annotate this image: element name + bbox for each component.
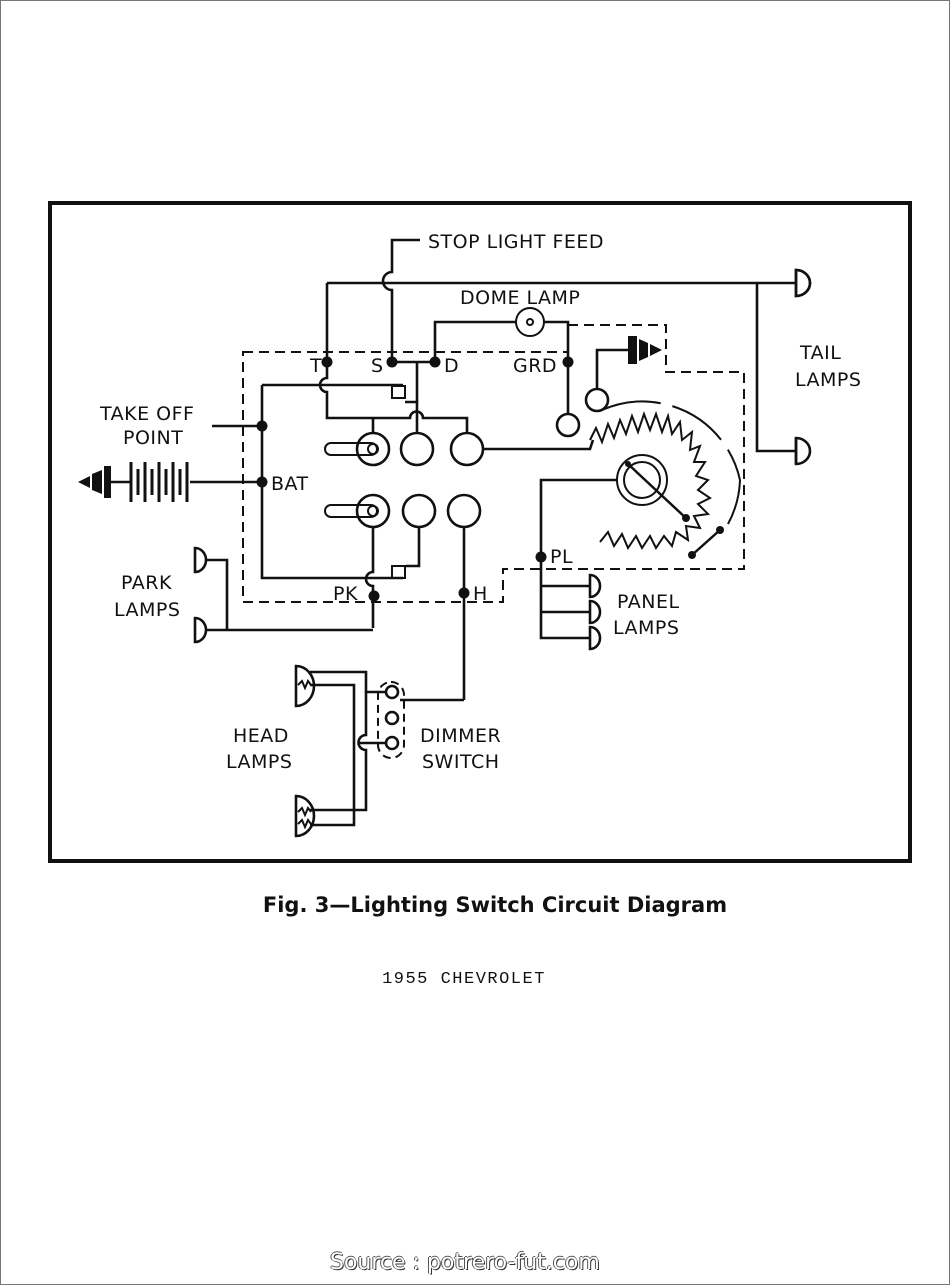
dimmer-switch-label-1: DIMMER: [420, 725, 501, 747]
switch-contact: [399, 431, 435, 467]
headlamp-icon: [294, 794, 316, 838]
terminal-pl-label: PL: [550, 546, 573, 568]
rheostat-icon: [589, 400, 741, 559]
park-lamp-icon: [193, 546, 208, 574]
terminal-pk: [368, 590, 380, 602]
switch-contact: [449, 431, 485, 467]
terminal-h-label: H: [473, 583, 488, 605]
head-lamps-label-2: LAMPS: [226, 751, 292, 773]
bat-terminal-label: BAT: [271, 473, 309, 495]
terminal-pk-label: PK: [333, 583, 358, 605]
tail-lamps-label-1: TAIL: [799, 342, 841, 364]
bat-terminal: [256, 476, 268, 488]
stop-light-feed-wire: [325, 238, 796, 362]
take-off-point-terminal: [256, 420, 268, 432]
switch-slider-1: [324, 431, 391, 467]
circuit-breaker-icon: [391, 565, 406, 579]
take-off-label-1: TAKE OFF: [99, 403, 194, 425]
terminal-pl: [535, 551, 547, 563]
figure-subcaption: 1955 CHEVROLET: [382, 970, 546, 989]
panel-lamp-icon: [588, 573, 602, 599]
terminal-grd-label: GRD: [513, 355, 557, 377]
panel-lamp-icon: [588, 625, 602, 651]
panel-lamp-icon: [588, 599, 602, 625]
dome-lamp-icon: [515, 307, 545, 337]
dimmer-switch-label-2: SWITCH: [422, 751, 500, 773]
terminal-d-label: D: [444, 355, 459, 377]
tail-lamps-wiring: [755, 268, 812, 464]
tail-lamp-icon: [794, 436, 812, 466]
ground-icon: [628, 336, 662, 364]
headlamp-icon: [294, 664, 316, 708]
grd-contact: [555, 412, 581, 438]
panel-lamps-label-1: PANEL: [617, 591, 680, 613]
ground-contact: [584, 387, 610, 413]
switch-contact: [401, 493, 437, 529]
tail-lamp-icon: [794, 268, 812, 298]
tail-lamps-label-2: LAMPS: [795, 369, 861, 391]
circuit-breaker-icon: [391, 385, 406, 399]
park-lamps-label-1: PARK: [121, 572, 172, 594]
terminal-h: [458, 587, 470, 599]
battery-icon: [78, 462, 189, 502]
take-off-label-2: POINT: [123, 427, 183, 449]
panel-lamps-label-2: LAMPS: [613, 617, 679, 639]
dimmer-switch-icon: [377, 681, 405, 759]
terminal-t-label: T: [309, 355, 322, 377]
source-watermark: Source : potrero-fut.com: [330, 1250, 600, 1275]
dome-lamp-label: DOME LAMP: [460, 287, 580, 309]
switch-slider-2: [324, 493, 391, 529]
diagram-frame: [48, 201, 912, 863]
terminal-s-label: S: [371, 355, 384, 377]
switch-contact: [446, 493, 482, 529]
park-lamps-label-2: LAMPS: [114, 599, 180, 621]
head-lamps-label-1: HEAD: [233, 725, 289, 747]
figure-caption: Fig. 3—Lighting Switch Circuit Diagram: [262, 893, 728, 917]
park-lamp-icon: [193, 616, 208, 644]
stop-light-feed-label: STOP LIGHT FEED: [428, 231, 604, 253]
